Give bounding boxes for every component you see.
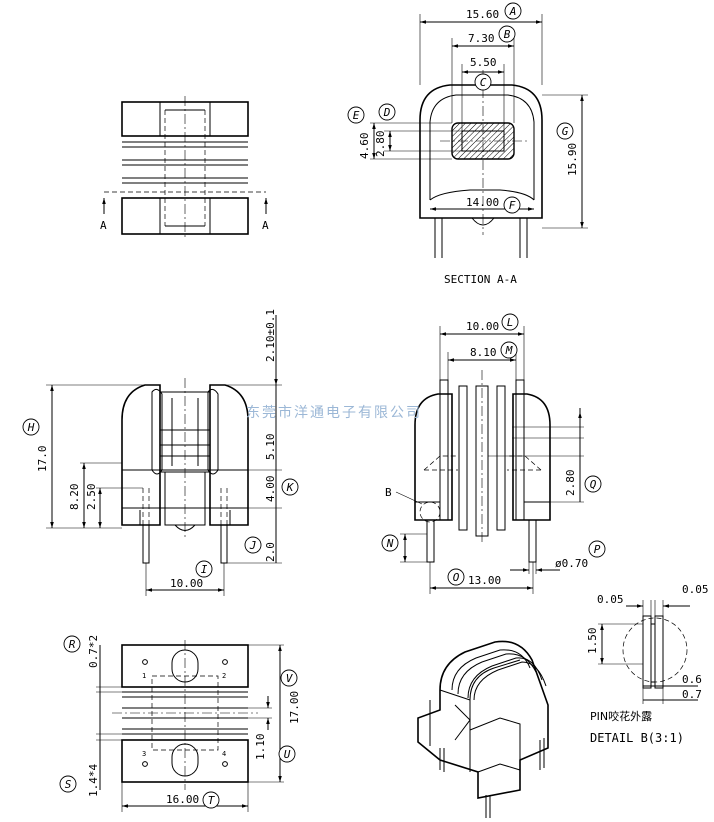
callout-circle-c xyxy=(474,73,492,91)
callout-letter-j: J xyxy=(249,539,257,552)
dim-P: ø0.70 xyxy=(555,557,588,570)
callout-letter-h: H xyxy=(27,421,35,434)
side-view: 10.00 8.10 2.80 13.00 ø0.70 B xyxy=(385,320,588,594)
detail-dim-p2: 0.7 xyxy=(682,688,702,701)
callout-circle-f xyxy=(503,196,521,214)
pin-mark-2: 2 xyxy=(222,672,226,680)
callout-letter-e: E xyxy=(353,109,360,122)
dim-G: 15.90 xyxy=(566,143,579,176)
detail-dim-h: 1.50 xyxy=(586,628,599,655)
section-view: 15.60 7.30 5.50 4.60 2.80 15.90 14.00 SE… xyxy=(358,8,588,286)
dim-2-10: 2.10±0.1 xyxy=(264,309,277,362)
watermark: 东莞市洋通电子有限公司 xyxy=(246,404,422,421)
dim-L: 10.00 xyxy=(466,320,499,333)
detail-b-view: 0.05 0.05 1.50 0.6 0.7 PIN咬花外露 DETAIL B(… xyxy=(586,583,709,745)
callout-circle-p xyxy=(588,540,606,558)
callout-circle-n xyxy=(381,534,399,552)
bottom-view: 1 2 3 4 0.7*2 1.4*4 17.00 1.10 16.00 xyxy=(87,635,301,812)
dim-E: 2.80 xyxy=(374,131,387,158)
detail-dim-w1: 0.05 xyxy=(597,593,624,606)
pin-mark-1: 1 xyxy=(142,672,146,680)
callout-letter-b: B xyxy=(504,28,511,41)
callout-letter-m: M xyxy=(505,344,513,357)
callout-letter-g: G xyxy=(562,125,569,138)
section-caption: SECTION A-A xyxy=(444,273,517,286)
dim-S: 1.4*4 xyxy=(87,764,100,797)
callout-circle-a xyxy=(504,2,522,20)
dim-8-20: 8.20 xyxy=(68,484,81,511)
detail-callout: B xyxy=(385,486,392,499)
callout-letter-q: Q xyxy=(590,478,597,491)
dim-O: 13.00 xyxy=(468,574,501,587)
dim-A: 15.60 xyxy=(466,8,499,21)
dim-B: 7.30 xyxy=(468,32,495,45)
dim-J: 2.0 xyxy=(264,542,277,562)
dim-F: 14.00 xyxy=(466,196,499,209)
callout-letter-a: A xyxy=(509,5,517,18)
dim-K: 4.00 xyxy=(264,476,277,503)
front-view: 17.0 8.20 2.50 2.10±0.1 5.10 4.00 2.0 10… xyxy=(36,309,282,596)
callout-circle-i xyxy=(195,560,213,578)
callout-circle-m xyxy=(500,341,518,359)
section-mark-left: A xyxy=(100,219,107,232)
detail-note: PIN咬花外露 xyxy=(590,709,652,723)
callout-letter-v: V xyxy=(286,672,294,685)
dim-C: 5.50 xyxy=(470,56,497,69)
dim-Q: 2.80 xyxy=(564,470,577,497)
callout-circle-b xyxy=(498,25,516,43)
callout-circle-v xyxy=(280,669,298,687)
dim-T: 16.00 xyxy=(166,793,199,806)
callout-letter-c: C xyxy=(480,76,487,89)
section-mark-right: A xyxy=(262,219,269,232)
callout-letter-r: R xyxy=(69,638,76,651)
callout-letter-o: O xyxy=(453,571,460,584)
detail-caption: DETAIL B(3:1) xyxy=(590,731,684,745)
detail-dim-w2: 0.05 xyxy=(682,583,709,596)
callout-letter-l: L xyxy=(507,316,514,329)
dim-D: 4.60 xyxy=(358,133,371,160)
callout-circle-d xyxy=(378,103,396,121)
pin-mark-3: 3 xyxy=(142,750,146,758)
callout-letter-d: D xyxy=(383,106,391,119)
callout-letter-t: T xyxy=(208,794,216,807)
callout-letter-s: S xyxy=(65,778,72,791)
dim-R: 0.7*2 xyxy=(87,635,100,668)
isometric-view xyxy=(417,640,549,818)
top-view: A A xyxy=(100,96,269,240)
dim-M: 8.10 xyxy=(470,346,497,359)
detail-dim-p1: 0.6 xyxy=(682,673,702,686)
dim-U: 1.10 xyxy=(254,734,267,761)
callout-letter-u: U xyxy=(284,748,291,761)
callout-circle-k xyxy=(281,478,299,496)
callout-letter-f: F xyxy=(509,199,516,212)
callout-circle-u xyxy=(278,745,296,763)
callout-circle-h xyxy=(22,418,40,436)
callout-circle-o xyxy=(447,568,465,586)
callout-circle-j xyxy=(244,536,262,554)
dim-I: 10.00 xyxy=(170,577,203,590)
callout-circle-s xyxy=(59,775,77,793)
callout-letter-i: I xyxy=(201,563,208,576)
callout-letter-n: N xyxy=(386,537,394,550)
dim-2-50: 2.50 xyxy=(85,484,98,511)
callout-circle-q xyxy=(584,475,602,493)
callout-circle-t xyxy=(202,791,220,809)
callout-circle-l xyxy=(501,313,519,331)
callout-letter-p: P xyxy=(594,543,601,556)
callout-circle-r xyxy=(63,635,81,653)
pin-mark-4: 4 xyxy=(222,750,226,758)
callout-circle-e xyxy=(347,106,365,124)
callout-letter-k: K xyxy=(286,481,295,494)
dim-V: 17.00 xyxy=(288,691,301,724)
dim-H: 17.0 xyxy=(36,446,49,473)
dim-5-10: 5.10 xyxy=(264,434,277,461)
callout-circle-g xyxy=(556,122,574,140)
